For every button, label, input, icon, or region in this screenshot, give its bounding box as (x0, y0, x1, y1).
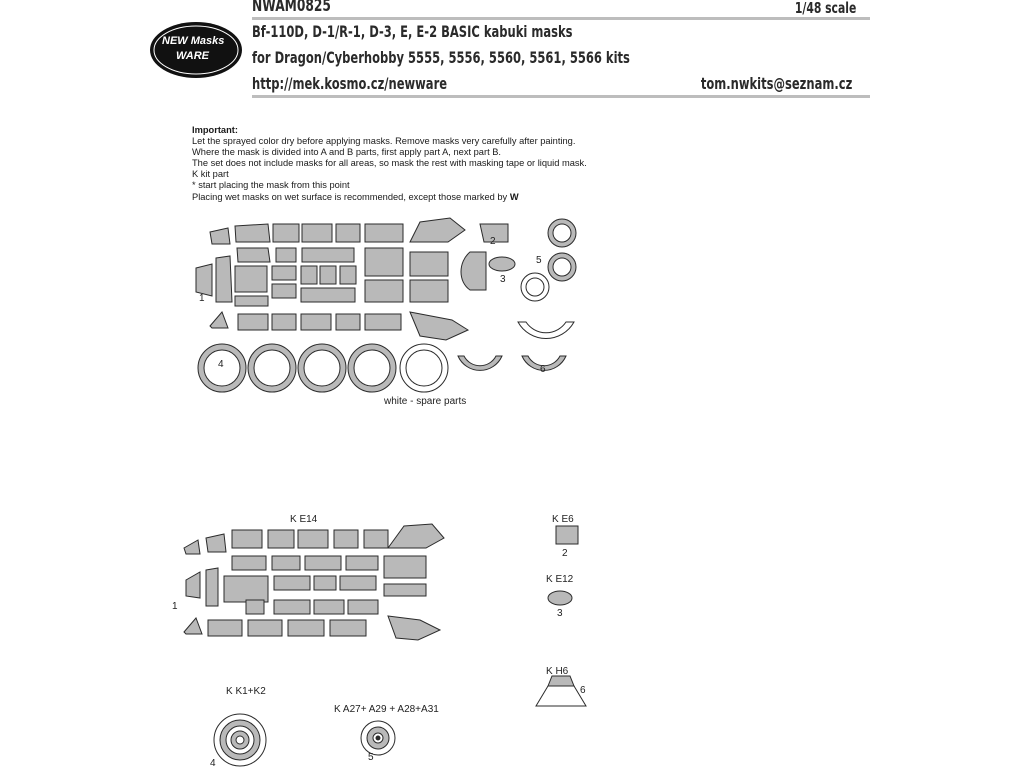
mask-panel (301, 247, 355, 263)
mask-panel (319, 265, 337, 285)
placement-label-2: 2 (562, 548, 568, 559)
sheet-label-6: 6 (540, 364, 546, 375)
logo-graphic (150, 22, 242, 78)
placement-label-4: 4 (210, 758, 216, 769)
mask-panel (301, 223, 333, 243)
label-k-a27: K A27+ A29 + A28+A31 (334, 704, 439, 715)
mask-panel (335, 223, 361, 243)
header-rule-bottom (252, 95, 870, 98)
spare-parts-note: white - spare parts (384, 396, 467, 407)
label-k-e14: K E14 (290, 514, 318, 525)
scale-label: 1/48 scale (794, 0, 856, 17)
label-k-e12: K E12 (546, 574, 574, 585)
mask-panel (409, 311, 470, 341)
label-k-e6: K E6 (552, 514, 574, 525)
mask-panel (460, 251, 487, 291)
header-rule-top (252, 17, 870, 20)
mask-panel (409, 279, 449, 303)
mask-panel (364, 247, 404, 277)
placement-label-3: 3 (557, 608, 563, 619)
sheet-label-2: 2 (490, 236, 496, 247)
sheet-label-1: 1 (199, 293, 205, 304)
mask-panel (236, 247, 271, 263)
placement-label-5: 5 (368, 752, 374, 763)
mask-arc (521, 355, 567, 371)
mask-panel (409, 217, 466, 243)
logo: NEW Masks WARE (150, 22, 242, 78)
placement-label-1: 1 (172, 601, 178, 612)
instruction-line: Where the mask is divided into A and B p… (192, 147, 502, 158)
label-k-h6: K H6 (546, 666, 569, 677)
mask-panel (275, 247, 297, 263)
instructions-heading: Important: (192, 125, 238, 135)
mask-panel (271, 313, 297, 331)
mask-panel (364, 223, 404, 243)
mask-panel (209, 311, 229, 329)
instructions: Important: Let the sprayed color dry bef… (192, 125, 587, 203)
mask-panel (364, 313, 402, 331)
logo-text-bottom: WARE (176, 50, 209, 62)
product-code: NWAM0825 (252, 0, 331, 16)
mask-arc (517, 321, 575, 339)
instruction-line: Placing wet masks on wet surface is reco… (192, 191, 508, 202)
placement-label-6: 6 (580, 685, 586, 696)
email-link[interactable]: tom.nwkits@seznam.cz (700, 74, 852, 93)
mask-panel (234, 265, 268, 293)
mask-panel (271, 265, 297, 281)
instruction-line: K kit part (192, 169, 229, 180)
mask-panel (339, 265, 357, 285)
logo-text-top: NEW Masks (162, 35, 225, 47)
mask-panel (300, 265, 318, 285)
label-k-k1k2: K K1+K2 (226, 686, 266, 697)
mask-panel (215, 255, 233, 303)
instruction-line: Let the sprayed color dry before applyin… (192, 136, 576, 147)
mask-panel (300, 313, 332, 331)
instruction-line: The set does not include masks for all a… (192, 158, 587, 169)
mask-panel (195, 263, 213, 297)
kit-title: Bf-110D, D-1/R-1, D-3, E, E-2 BASIC kabu… (252, 22, 573, 41)
mask-panel (364, 279, 404, 303)
mask-panel (234, 223, 271, 243)
wet-mark: W (509, 191, 519, 202)
mask-panel (479, 223, 509, 243)
mask-panel (271, 283, 297, 299)
sheet-label-4: 4 (218, 359, 224, 370)
sheet-label-3: 3 (500, 274, 506, 285)
mask-panel (335, 313, 361, 331)
mask-panel (300, 287, 356, 303)
mask-panel (234, 295, 269, 307)
instruction-line: * start placing the mask from this point (192, 180, 350, 191)
kit-compatibility: for Dragon/Cyberhobby 5555, 5556, 5560, … (252, 48, 630, 67)
sheet-label-5: 5 (536, 255, 542, 266)
mask-panel (272, 223, 300, 243)
mask-panel (237, 313, 269, 331)
mask-oval (488, 256, 516, 272)
mask-arc (457, 355, 503, 371)
mask-panel (209, 227, 231, 245)
mask-panel (409, 251, 449, 277)
website-link[interactable]: http://mek.kosmo.cz/newware (252, 74, 448, 93)
